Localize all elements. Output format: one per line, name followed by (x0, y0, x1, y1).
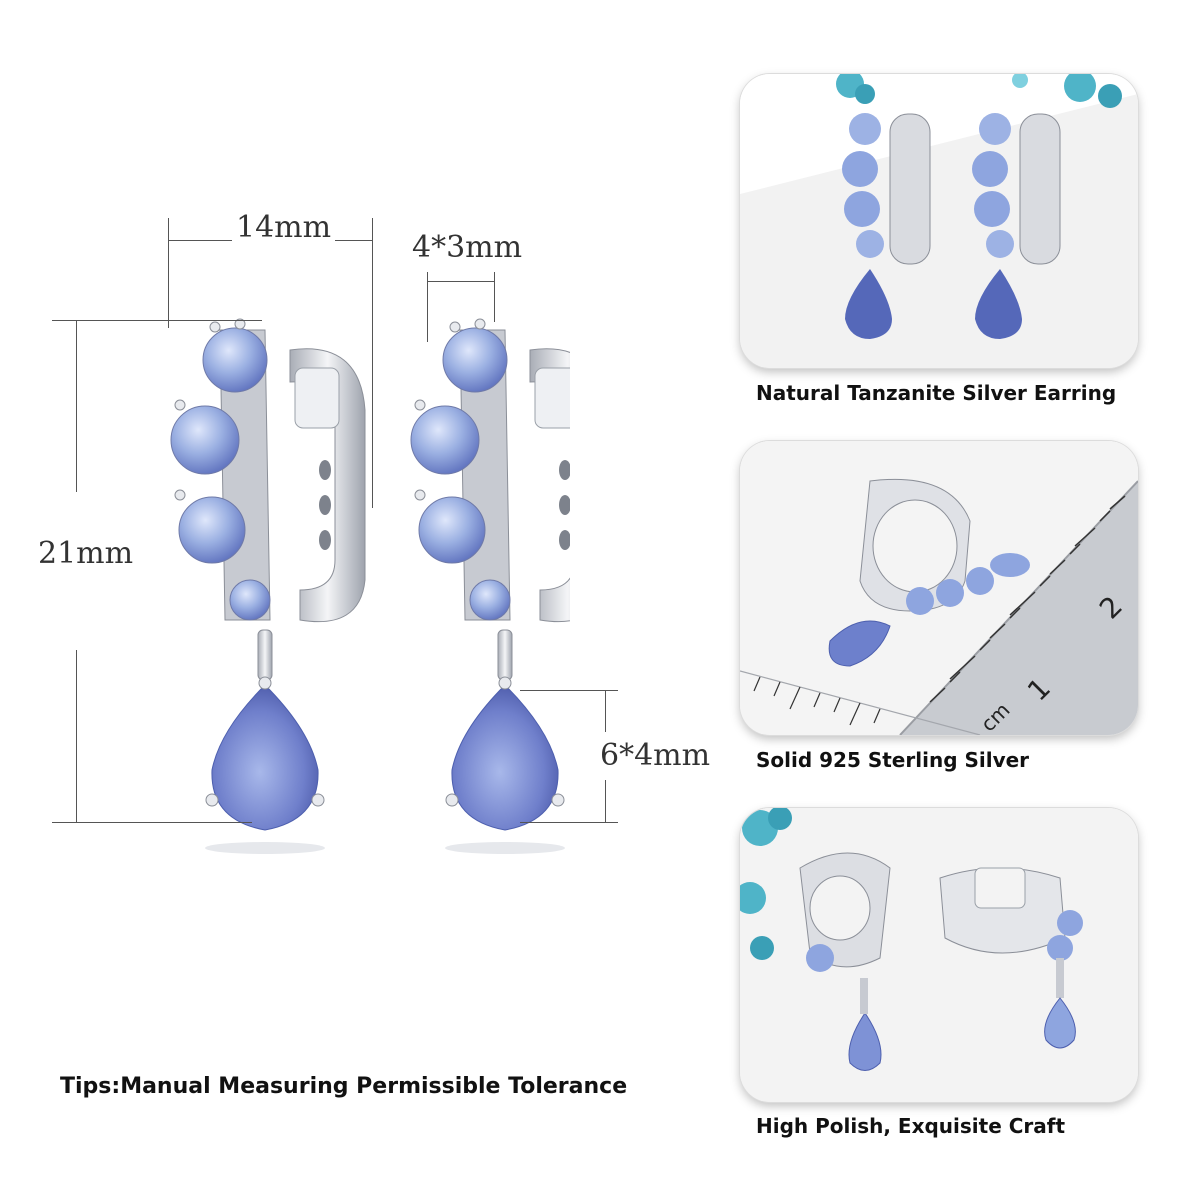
earring-left (170, 318, 366, 831)
ruler-icon (899, 480, 1138, 735)
width-ext-right (372, 218, 373, 508)
earrings-lying-photo (740, 808, 1138, 1102)
earring-on-ruler-photo (740, 441, 1138, 735)
drop-ext-bottom (520, 822, 618, 823)
card-3-caption: High Polish, Exquisite Craft (756, 1114, 1066, 1138)
height-dim-line-top (76, 320, 77, 492)
height-label: 21mm (34, 536, 138, 571)
stone-ext-left (427, 272, 428, 342)
photo-card-1 (740, 74, 1138, 368)
height-ext-bottom (52, 822, 252, 823)
card-2-caption: Solid 925 Sterling Silver (756, 748, 1030, 772)
earring-right (410, 318, 606, 831)
drop-ext-top (520, 690, 618, 691)
drop-dim-line-top (605, 690, 606, 732)
main-product-illustration (150, 300, 606, 860)
card-1-caption: Natural Tanzanite Silver Earring (756, 381, 1117, 405)
stone-dim-line (427, 281, 495, 282)
stone-size-label: 4*3mm (408, 230, 527, 265)
height-dim-line-bottom (76, 650, 77, 822)
ruler-baseline-ticks (740, 670, 981, 735)
width-label: 14mm (232, 210, 336, 245)
drop-dim-line-bottom (605, 780, 606, 822)
tolerance-tip: Tips:Manual Measuring Permissible Tolera… (60, 1074, 628, 1099)
earrings-hanging-photo (740, 74, 1138, 368)
height-ext-top (52, 320, 262, 321)
photo-card-2: 2 1 cm (740, 441, 1138, 735)
drop-size-label: 6*4mm (596, 738, 715, 773)
photo-card-3 (740, 808, 1138, 1102)
stone-ext-right (494, 272, 495, 322)
width-ext-left (168, 218, 169, 328)
